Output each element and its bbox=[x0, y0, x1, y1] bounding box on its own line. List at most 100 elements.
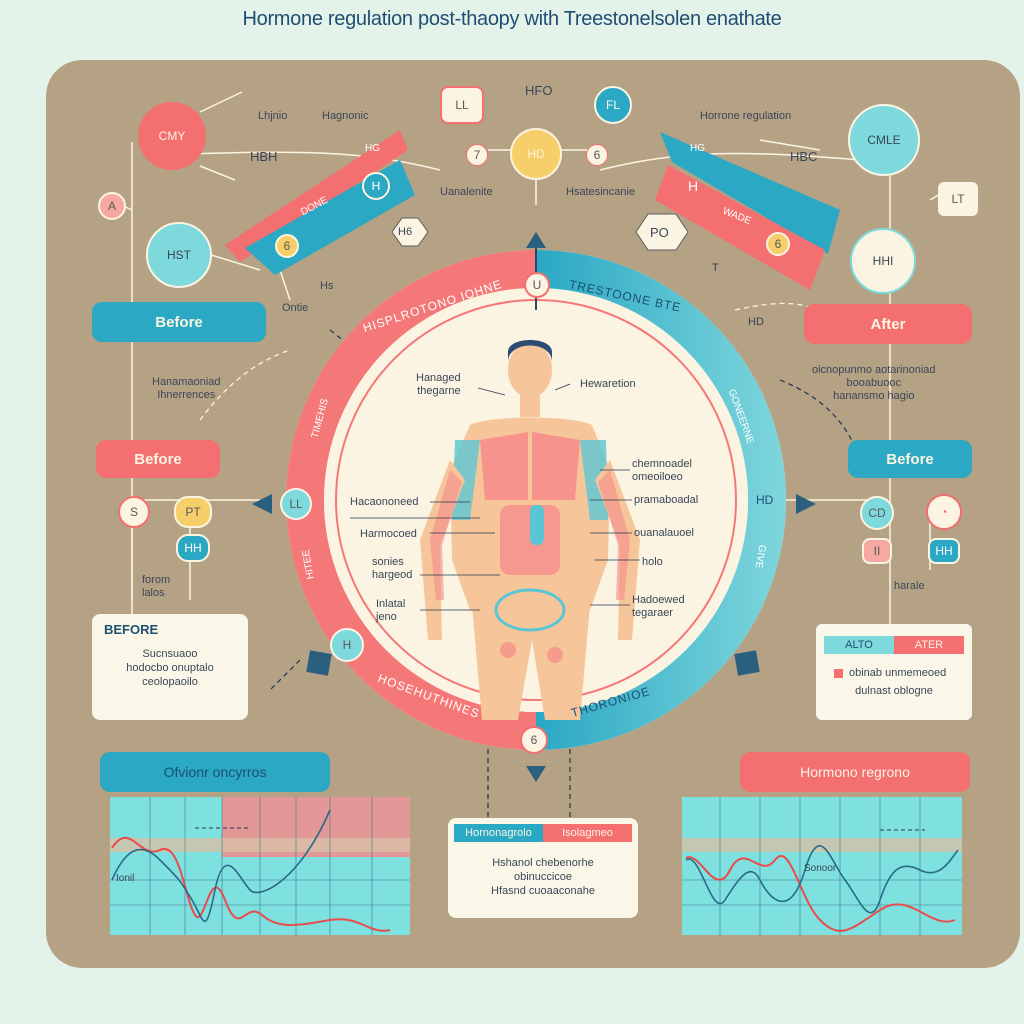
ring-left-marker bbox=[306, 650, 332, 676]
body-figure bbox=[420, 340, 640, 720]
page-title: Hormone regulation post-thaopy with Tree… bbox=[242, 8, 782, 30]
body-label-r5: holo bbox=[642, 556, 663, 568]
before-card-title: BEFORE bbox=[104, 622, 159, 637]
node-top-ll: LL bbox=[440, 86, 484, 124]
hex-right-label: PO bbox=[650, 225, 669, 240]
right-circle-gauge: ◔ bbox=[926, 494, 962, 530]
left-circle-s: S bbox=[118, 496, 150, 528]
body-label-r6: Hadoewed tegaraer bbox=[632, 594, 685, 619]
center-label-b: Isolagmeo bbox=[543, 824, 632, 842]
ring-left-arrow bbox=[252, 494, 272, 514]
right-small-note: harale bbox=[894, 580, 925, 592]
body-label-r1: Hewaretion bbox=[580, 378, 636, 390]
right-arc-blue bbox=[660, 132, 840, 254]
bottom-right-chart-label: Sonoor bbox=[804, 863, 837, 874]
before-card: BEFORE Sucnsuaoo hodocbo onuptalo ceolop… bbox=[92, 614, 248, 720]
body-label-r2: chemnoadel omeoiloeo bbox=[632, 458, 692, 483]
bottom-chart-right-plot bbox=[682, 797, 962, 935]
left-arc-red bbox=[225, 130, 408, 262]
arc-left-badge: H bbox=[362, 172, 390, 200]
ring-red-half bbox=[286, 250, 536, 750]
before-pill-2: Before bbox=[96, 440, 220, 478]
ring-small-badge: H bbox=[330, 628, 364, 662]
top-label-hbc: HBC bbox=[790, 149, 818, 164]
before-pill-1: Before bbox=[92, 302, 266, 342]
center-line-1: Hshanol chebenorhe bbox=[492, 857, 594, 869]
body-label-l1: Hanaged thegarne bbox=[416, 372, 461, 397]
top-label-hbh: HBH bbox=[250, 149, 278, 164]
center-line-3: Hfasnd cuoaaconahe bbox=[491, 885, 595, 897]
body-label-r4: ouanalauoel bbox=[634, 527, 694, 539]
left-small-note: forom lalos bbox=[142, 574, 171, 599]
after-pill: After bbox=[804, 304, 972, 344]
top-label-center-left: Uanalenite bbox=[440, 186, 493, 198]
body-label-r3: pramaboadal bbox=[634, 494, 699, 506]
node-left-mid: HST bbox=[146, 222, 212, 288]
center-comparison-card: Hornonagrolo Isolagmeo Hshanol chebenorh… bbox=[448, 818, 638, 918]
top-label-right-a: Horrone regulation bbox=[700, 110, 792, 122]
ring-left-badge: LL bbox=[280, 488, 312, 520]
bottom-left-title: Ofvionr oncyrros bbox=[100, 752, 330, 792]
node-right-top: CMLE bbox=[848, 104, 920, 176]
top-label-small-1: Ontie bbox=[282, 302, 309, 314]
node-top-center: HD bbox=[510, 128, 562, 180]
body-pointers bbox=[350, 383, 640, 611]
body-label-l3: Harmocoed bbox=[360, 528, 417, 540]
node-top-6: 6 bbox=[586, 144, 608, 166]
node-left-small: A bbox=[98, 192, 126, 220]
before-card-line-2: hodocbo onuptalo bbox=[126, 662, 214, 674]
arc-right-num: 6 bbox=[766, 232, 790, 256]
legend-ater: ATER bbox=[894, 636, 964, 654]
arc-right-blue-label: HG bbox=[690, 143, 705, 154]
body-label-l2: Hacaononeed bbox=[350, 496, 419, 508]
right-circle-cd: CD bbox=[860, 496, 894, 530]
right-circle-ii: II bbox=[862, 538, 892, 564]
arc-left-red-label: HG bbox=[365, 143, 380, 154]
body-label-l5: Inlatal jeno bbox=[376, 598, 406, 623]
right-arc-red bbox=[655, 165, 825, 290]
legend-swatch bbox=[834, 668, 843, 678]
ring-bottom-badge: 6 bbox=[520, 726, 548, 754]
before-card-line-3: ceolopaoilo bbox=[142, 676, 198, 688]
hex-right bbox=[635, 213, 689, 251]
top-label-center-right: Hsatesincanie bbox=[566, 186, 636, 198]
ring-top-badge: U bbox=[524, 272, 550, 298]
ring-right-arrow bbox=[796, 494, 816, 514]
hex-left bbox=[391, 217, 429, 247]
top-label-left-a: Lhjnio bbox=[258, 110, 288, 122]
top-label-small-2: Hs bbox=[320, 280, 334, 292]
bottom-right-title: Hormono regrono bbox=[740, 752, 970, 792]
ring-top-arrow bbox=[526, 232, 546, 248]
hex-left-label: H6 bbox=[398, 226, 413, 238]
legend-alto: ALTO bbox=[824, 636, 894, 654]
right-note: oicnopunmo aotarinoniad booabuooc hanans… bbox=[812, 364, 936, 402]
node-top-7: 7 bbox=[466, 144, 488, 166]
legend-line-2: dulnast oblogne bbox=[855, 685, 933, 697]
top-label-left-b: Hagnonic bbox=[322, 110, 369, 122]
arc-left-num: 6 bbox=[275, 234, 299, 258]
before-card-line-1: Sucnsuaoo bbox=[142, 648, 198, 660]
right-circle-hh: HH bbox=[928, 538, 960, 564]
center-line-2: obinuccicoe bbox=[513, 871, 573, 883]
left-note: Hanamaoniad Ihnerrences bbox=[152, 376, 221, 401]
bottom-left-chart-label: Ionil bbox=[116, 873, 135, 884]
top-label-small-4: T bbox=[712, 262, 719, 274]
after-legend-card: ALTO ATER obinab unmemeoed dulnast oblog… bbox=[816, 624, 972, 720]
ring-bottom-arrow bbox=[526, 766, 546, 782]
body-label-l4: sonies hargeod bbox=[372, 556, 413, 581]
node-right-mid: HHI bbox=[850, 228, 916, 294]
left-circle-pt: PT bbox=[174, 496, 212, 528]
label-hfo: HFO bbox=[525, 83, 553, 98]
node-top-fl: FL bbox=[594, 86, 632, 124]
node-left-top: CMY bbox=[138, 102, 206, 170]
left-circle-hh: HH bbox=[176, 534, 210, 562]
top-label-small-3: HD bbox=[748, 316, 764, 328]
legend-line-1: obinab unmemeoed bbox=[849, 667, 947, 679]
node-right-small: LT bbox=[938, 182, 978, 216]
before-pill-right: Before bbox=[848, 440, 972, 478]
arc-right-red-label: H bbox=[688, 178, 699, 194]
center-label-a: Hornonagrolo bbox=[454, 824, 543, 842]
ring-blue-half bbox=[536, 250, 786, 750]
ring-right-badge: HD bbox=[756, 493, 774, 507]
